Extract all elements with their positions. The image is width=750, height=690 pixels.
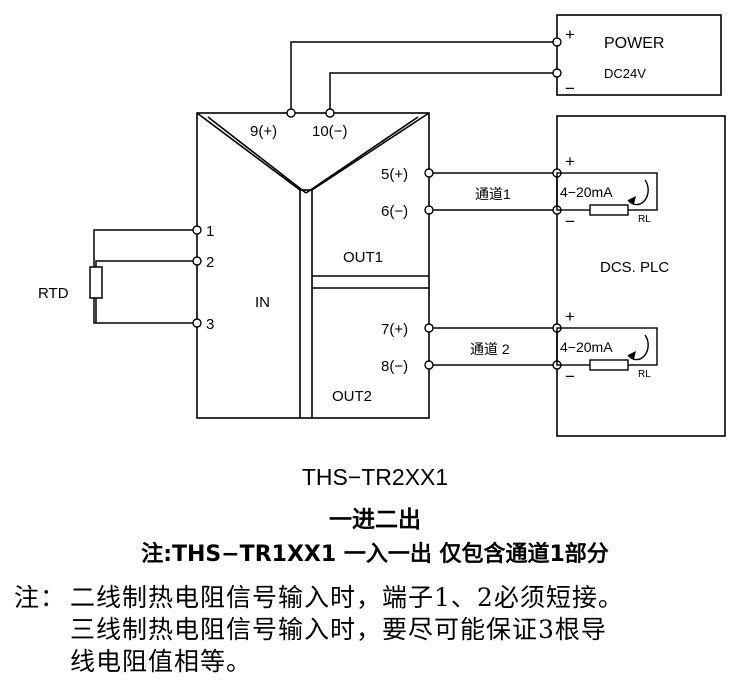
- terminal-5-label: 5(+): [381, 166, 408, 183]
- terminal-5: [424, 168, 434, 178]
- terminal-6-label: 6(−): [381, 203, 408, 220]
- single-output-note: 注:THS−TR1XX1 一入一出 仅包含通道1部分: [141, 542, 609, 567]
- terminal-9-label: 9(+): [250, 123, 277, 140]
- terminal-3: [192, 318, 202, 328]
- terminal-1-label: 1: [206, 223, 214, 240]
- ch2-plus: +: [565, 307, 575, 326]
- rtd-resistor-icon: [89, 266, 103, 299]
- terminal-6: [424, 205, 434, 215]
- terminal-8: [424, 360, 434, 370]
- ch2-minus: −: [565, 367, 575, 386]
- terminal-10-label: 10(−): [312, 123, 347, 140]
- note-line-2: 三线制热电阻信号输入时，要尽可能保证3根导: [70, 615, 607, 644]
- terminal-2-label: 2: [206, 254, 214, 271]
- ch2-name: 通道 2: [470, 341, 510, 357]
- power-supply: POWER DC24V + −: [556, 14, 722, 98]
- terminal-2: [192, 256, 202, 266]
- transmitter-module: [196, 112, 430, 419]
- module-out2-label: OUT2: [332, 388, 372, 405]
- note-line-3: 线电阻值相等。: [70, 647, 253, 676]
- model-caption: THS−TR2XX1: [301, 464, 449, 490]
- terminal-1: [192, 225, 202, 235]
- channel-2: 通道 2 4−20mA RL + −: [433, 307, 658, 386]
- ch2-current-arrow-icon: [627, 334, 649, 361]
- dcs-plc-label: DCS. PLC: [600, 259, 669, 276]
- power-minus-terminal: [552, 68, 562, 78]
- module-out1-label: OUT1: [343, 249, 383, 266]
- power-wires: [290, 41, 557, 113]
- channel-1: 通道1 4−20mA RL + −: [433, 152, 658, 231]
- ch1-load-label: RL: [638, 214, 651, 225]
- rtd-label: RTD: [38, 285, 69, 302]
- power-title: POWER: [604, 35, 664, 52]
- ch1-current: 4−20mA: [560, 184, 613, 200]
- terminal-9: [286, 108, 296, 118]
- wiring-notes: 注： 二线制热电阻信号输入时，端子1、2必须短接。 三线制热电阻信号输入时，要尽…: [14, 582, 742, 678]
- note-line-1: 二线制热电阻信号输入时，端子1、2必须短接。: [70, 583, 624, 612]
- power-voltage: DC24V: [604, 66, 646, 81]
- terminal-8-label: 8(−): [381, 358, 408, 375]
- ch1-minus: −: [565, 212, 575, 231]
- ch1-name: 通道1: [475, 186, 511, 202]
- power-plus-terminal: [552, 37, 562, 47]
- ch2-load-resistor-icon: [589, 359, 629, 371]
- power-minus: −: [565, 79, 575, 98]
- ch2-load-label: RL: [638, 369, 651, 380]
- ch1-current-arrow-icon: [627, 179, 649, 206]
- module-in-label: IN: [255, 294, 270, 311]
- ch1-load-resistor-icon: [589, 204, 629, 216]
- ch2-current: 4−20mA: [560, 339, 613, 355]
- subtitle-caption: 一进二出: [329, 507, 421, 533]
- notes-label: 注：: [14, 583, 67, 612]
- dcs-plc-box: [556, 115, 726, 437]
- ch1-plus: +: [565, 152, 575, 171]
- rtd-wiring: [93, 229, 193, 324]
- terminal-3-label: 3: [206, 316, 214, 333]
- terminal-10: [325, 108, 335, 118]
- wiring-diagram: POWER DC24V + − 9(+) 10(−) IN OUT1 OUT2 …: [38, 14, 726, 437]
- power-plus: +: [565, 25, 575, 44]
- terminal-7: [424, 323, 434, 333]
- terminal-7-label: 7(+): [381, 321, 408, 338]
